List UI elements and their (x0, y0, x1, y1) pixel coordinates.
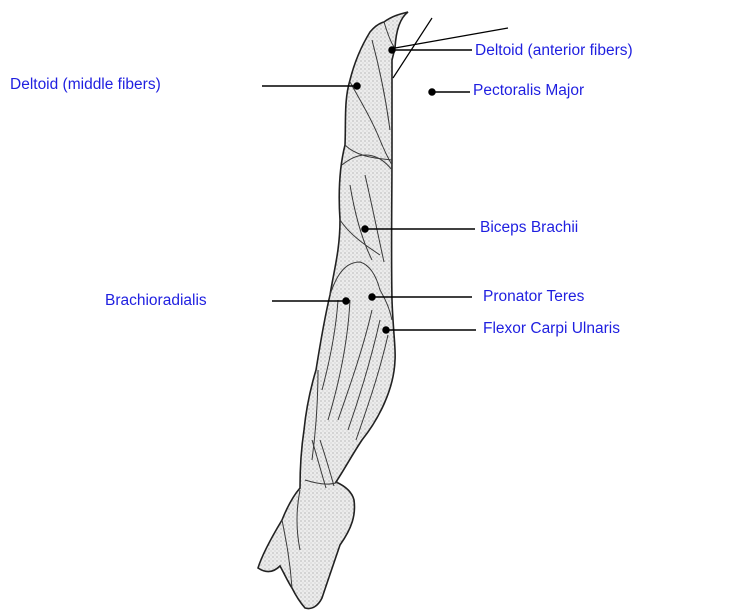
label-brachioradialis: Brachioradialis (105, 292, 207, 310)
label-pectoralis-major: Pectoralis Major (473, 82, 584, 100)
dot-deltoid-middle (354, 83, 360, 89)
label-biceps-brachii: Biceps Brachii (480, 219, 578, 237)
dot-brachioradialis (343, 298, 349, 304)
dot-pectoralis-major (429, 89, 435, 95)
dot-biceps-brachii (362, 226, 368, 232)
label-flexor-carpi-ulnaris: Flexor Carpi Ulnaris (483, 320, 620, 338)
label-deltoid-middle: Deltoid (middle fibers) (10, 76, 161, 94)
label-deltoid-anterior: Deltoid (anterior fibers) (475, 42, 633, 60)
dot-pronator-teres (369, 294, 375, 300)
dot-deltoid-anterior (389, 47, 395, 53)
label-pronator-teres: Pronator Teres (483, 288, 584, 306)
dot-flexor-carpi-ulnaris (383, 327, 389, 333)
